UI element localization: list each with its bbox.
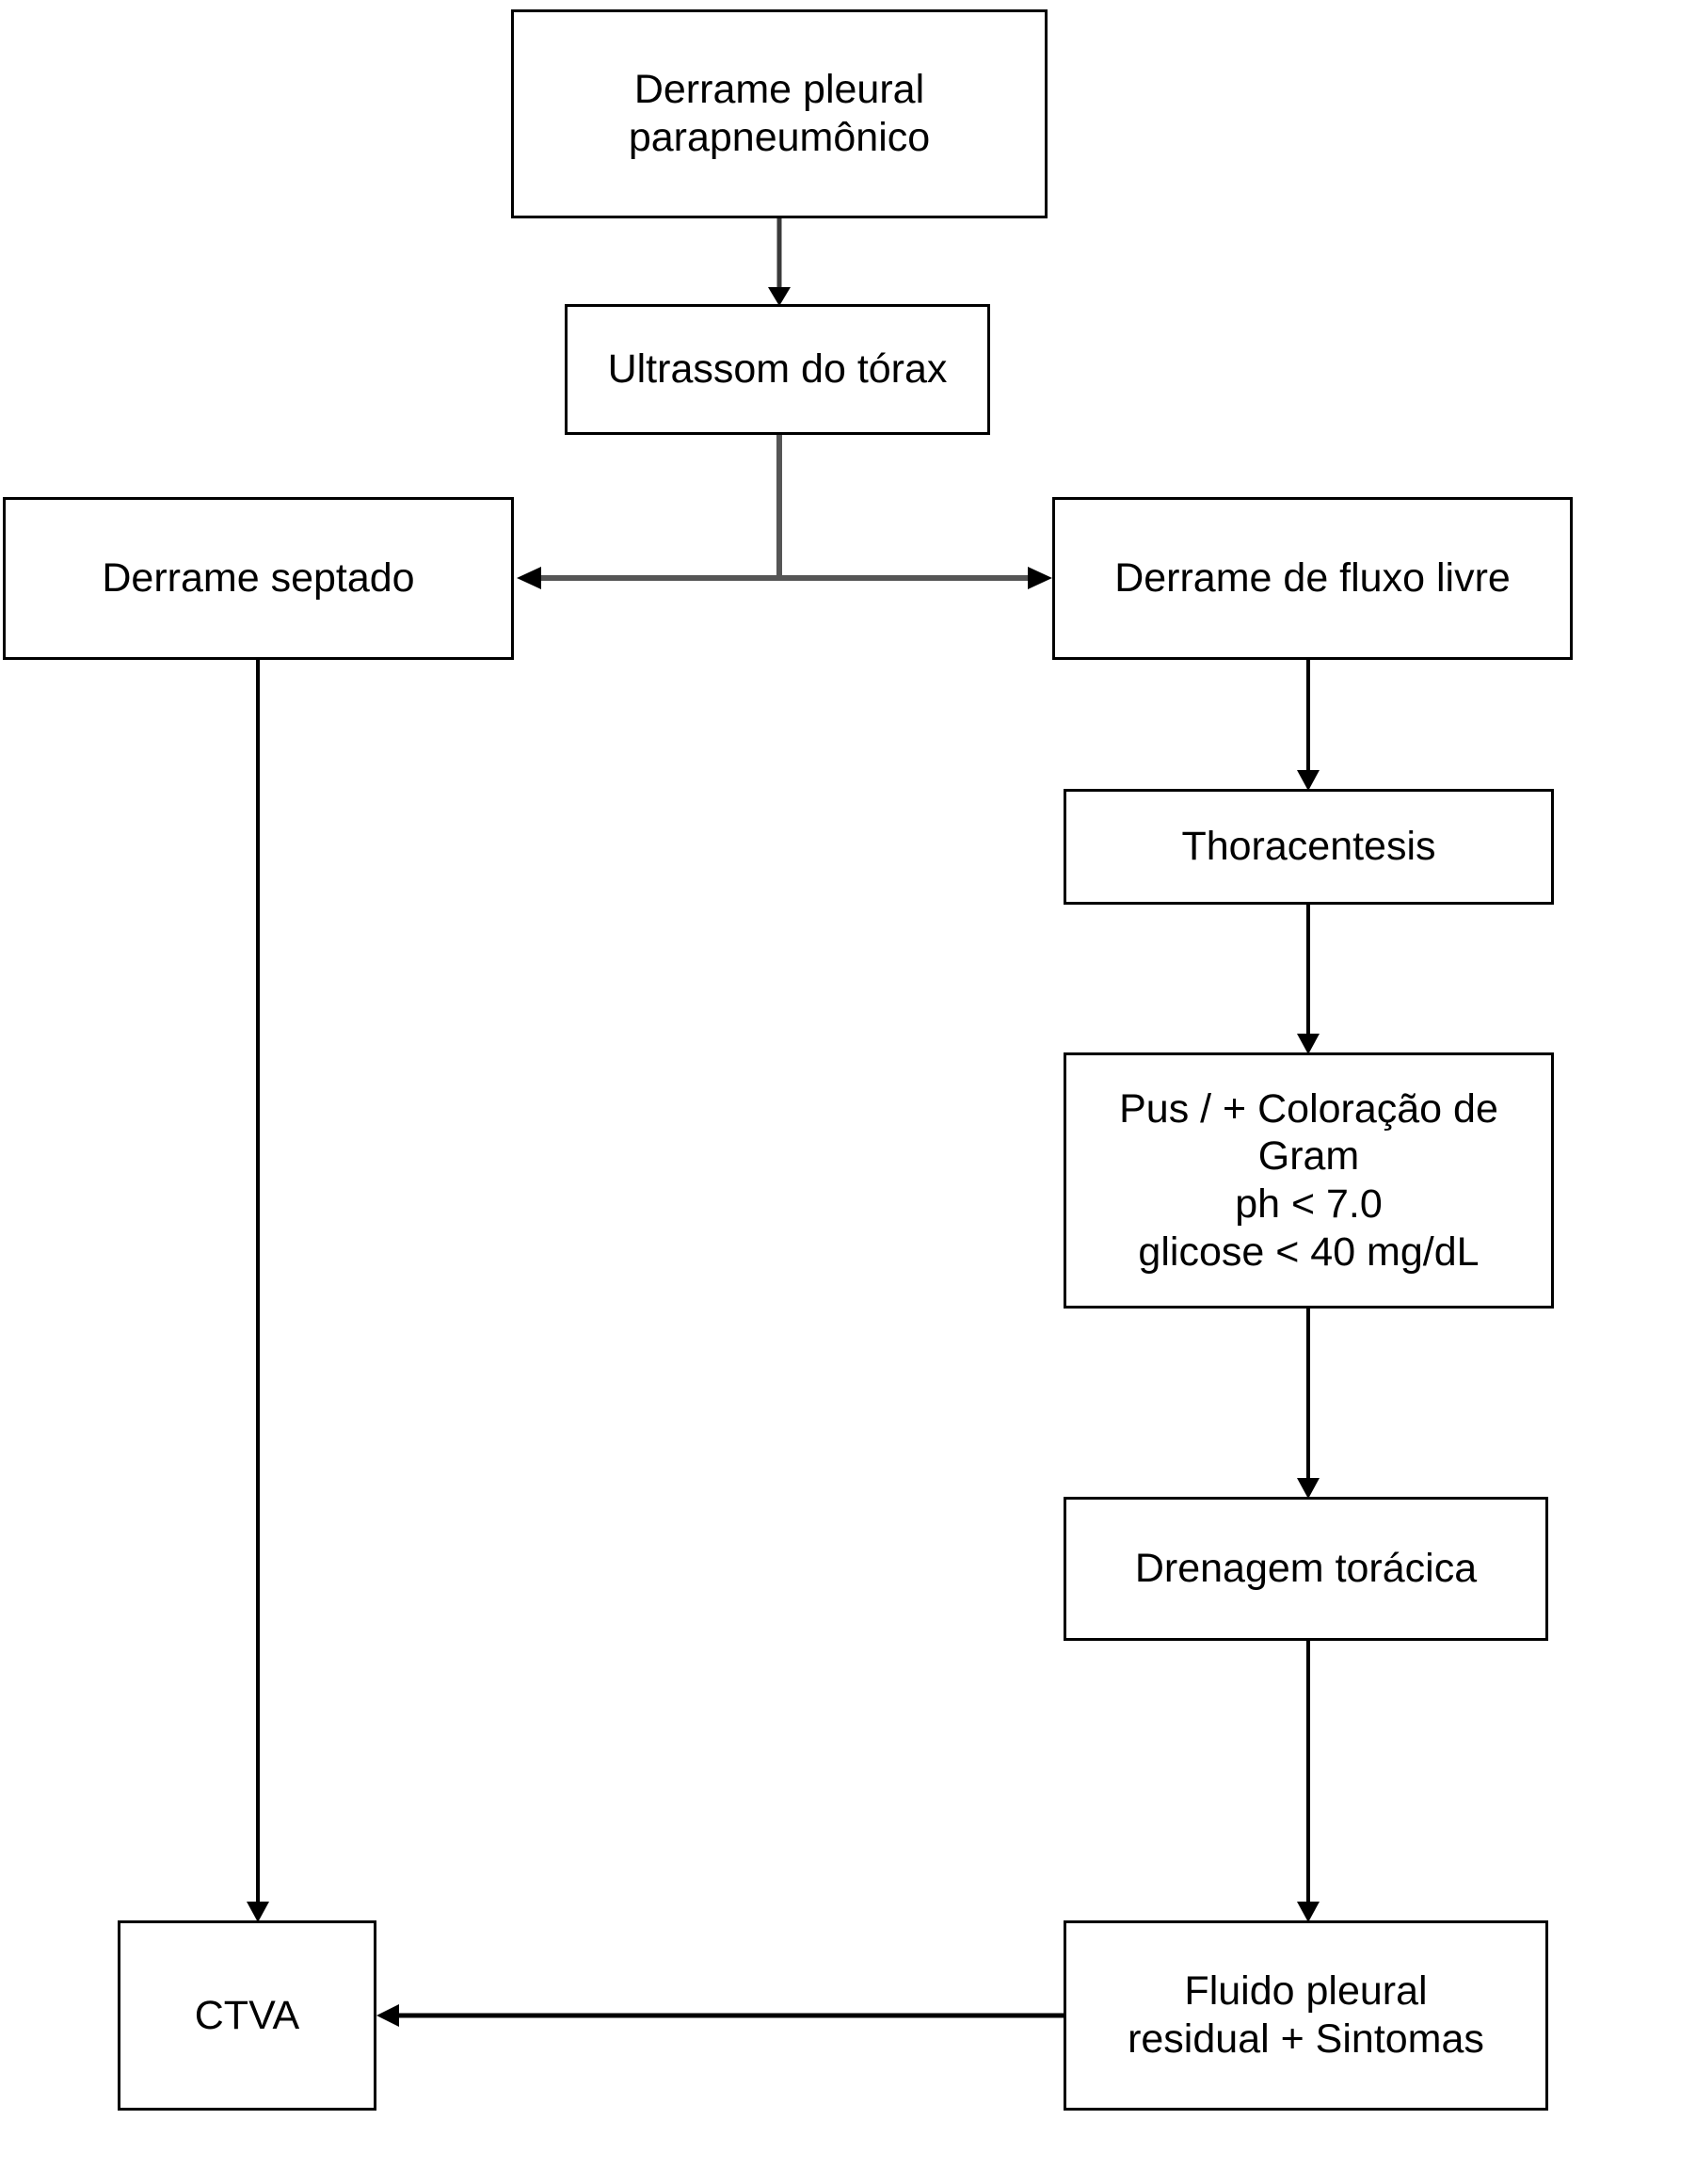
node-ctva-label: CTVA — [130, 1992, 364, 2040]
node-criterios-line-1: Pus / + Coloração de — [1119, 1085, 1498, 1132]
node-septado-line-1: Derrame septado — [102, 555, 415, 602]
node-criterios-line-4: glicose < 40 mg/dL — [1138, 1228, 1480, 1275]
node-criterios-line-2: Gram — [1257, 1133, 1360, 1180]
edge-livre-to-thoracentesis — [1297, 660, 1320, 791]
node-fluxo-livre-label: Derrame de fluxo livre — [1064, 554, 1560, 602]
edge-septado-to-ctva — [247, 660, 269, 1922]
node-thoracentesis-line-1: Thoracentesis — [1181, 824, 1436, 870]
edge-criterios-to-drenagem — [1297, 1309, 1320, 1499]
node-criterios-liquido-pleural[interactable]: Pus / + Coloração de Gram ph < 7.0 glico… — [1064, 1052, 1554, 1309]
edge-root-to-ultrassom — [768, 218, 791, 306]
node-criterios-line-3: ph < 7.0 — [1235, 1181, 1383, 1227]
node-ultrassom-line-1: Ultrassom do tórax — [607, 346, 948, 393]
node-root-label: Derrame pleural parapneumônico — [523, 66, 1035, 161]
node-drenagem-label: Drenagem torácica — [1076, 1545, 1536, 1593]
node-ctva[interactable]: CTVA — [118, 1920, 376, 2111]
node-fluido-label: Fluido pleural residual + Sintomas — [1076, 1967, 1536, 2063]
node-ultrassom-do-torax[interactable]: Ultrassom do tórax — [565, 304, 990, 435]
node-derrame-septado[interactable]: Derrame septado — [3, 497, 514, 660]
node-ultrassom-label: Ultrassom do tórax — [577, 345, 978, 393]
edge-thoracentesis-to-criterios — [1297, 905, 1320, 1054]
node-root-line-2: parapneumônico — [628, 115, 931, 160]
node-fluido-pleural-residual-sintomas[interactable]: Fluido pleural residual + Sintomas — [1064, 1920, 1548, 2111]
edge-fluido-to-ctva — [376, 2004, 1064, 2027]
node-thoracentesis[interactable]: Thoracentesis — [1064, 789, 1554, 905]
node-fluxo-livre-line-1: Derrame de fluxo livre — [1114, 555, 1511, 602]
node-criterios-label: Pus / + Coloração de Gram ph < 7.0 glico… — [1076, 1085, 1542, 1277]
node-root-line-1: Derrame pleural — [633, 67, 925, 113]
node-drenagem-line-1: Drenagem torácica — [1134, 1546, 1478, 1592]
node-ctva-line-1: CTVA — [194, 1992, 300, 2038]
node-fluido-line-2: residual + Sintomas — [1128, 2016, 1484, 2062]
node-thoracentesis-label: Thoracentesis — [1076, 823, 1542, 871]
node-derrame-pleural-parapneumonico[interactable]: Derrame pleural parapneumônico — [511, 9, 1048, 218]
edge-split-bidirectional — [517, 567, 1052, 589]
node-septado-label: Derrame septado — [15, 554, 502, 602]
node-drenagem-toracica[interactable]: Drenagem torácica — [1064, 1497, 1548, 1641]
node-fluido-line-1: Fluido pleural — [1184, 1968, 1428, 2015]
node-derrame-de-fluxo-livre[interactable]: Derrame de fluxo livre — [1052, 497, 1573, 660]
edge-drenagem-to-fluido — [1297, 1641, 1320, 1922]
